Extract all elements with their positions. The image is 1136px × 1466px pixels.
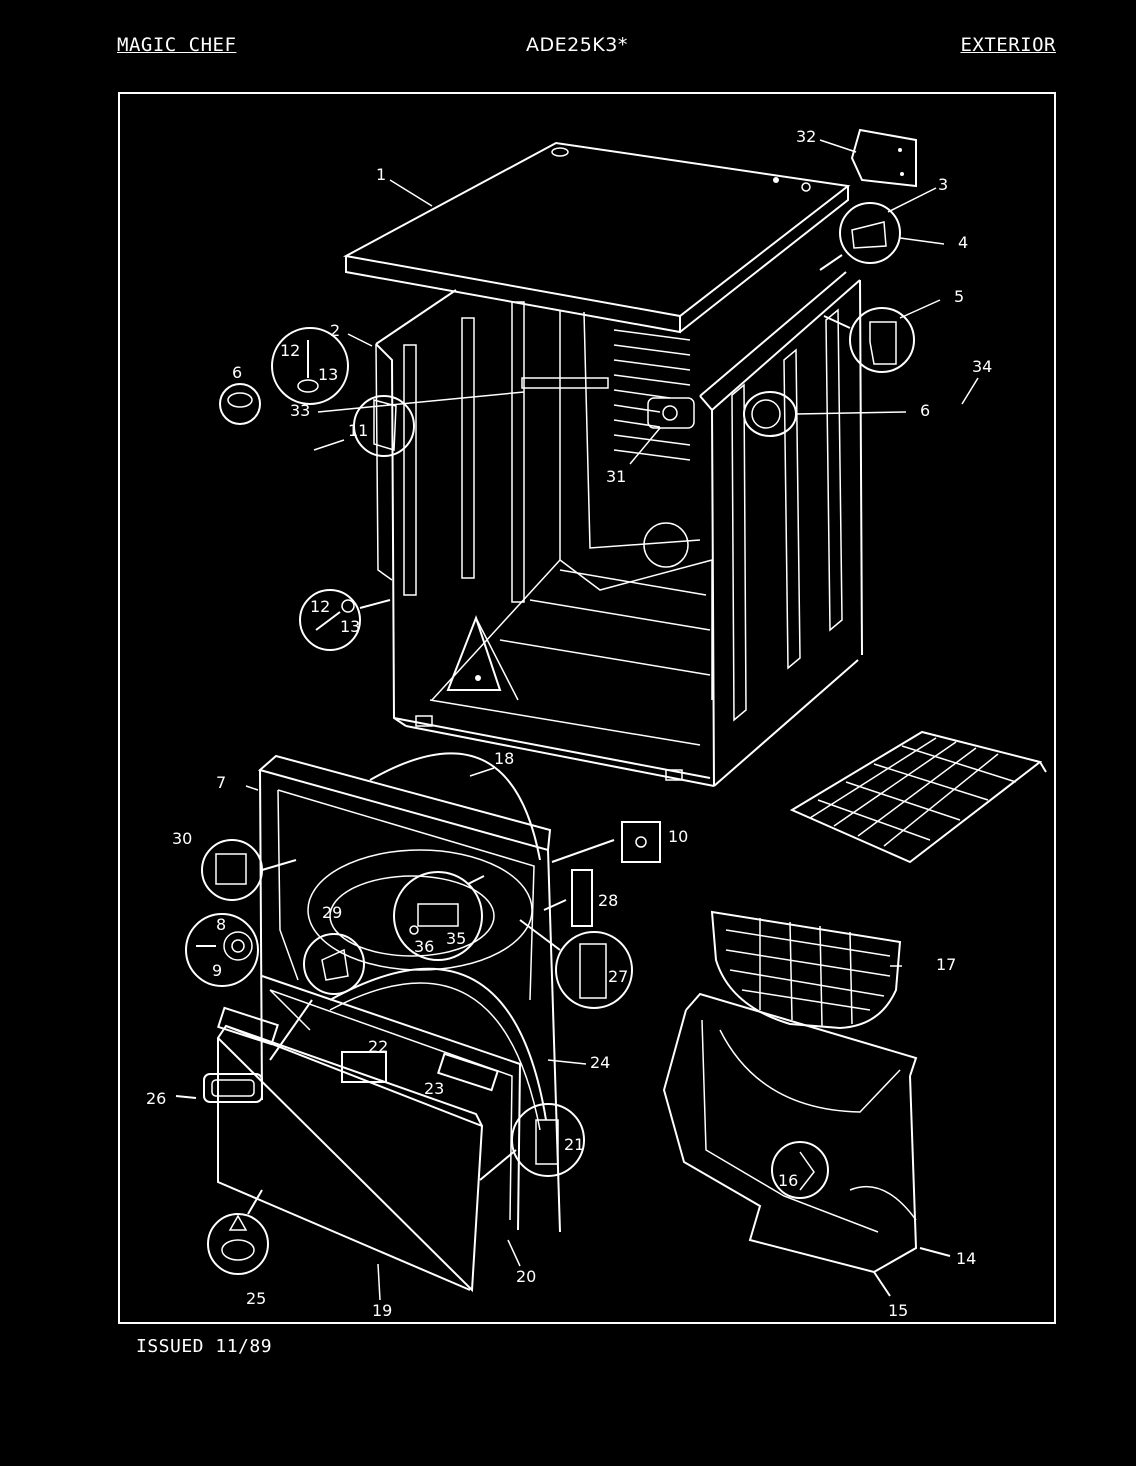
section-title: EXTERIOR bbox=[960, 34, 1056, 56]
callout-30: 30 bbox=[172, 829, 192, 848]
callout-13: 13 bbox=[340, 617, 360, 636]
model-number: ADE25K3* bbox=[526, 34, 628, 56]
callout-26: 26 bbox=[146, 1089, 166, 1108]
strike-28 bbox=[543, 869, 593, 927]
callout-1: 1 bbox=[376, 165, 386, 184]
callout-8: 8 bbox=[216, 915, 226, 934]
diagram-frame bbox=[118, 92, 1056, 1324]
callout-3: 3 bbox=[938, 175, 948, 194]
callout-6-left: 6 bbox=[232, 363, 242, 382]
hinge-callout-11 bbox=[353, 395, 415, 457]
callout-6: 6 bbox=[920, 401, 930, 420]
foot-callout-25 bbox=[207, 1189, 269, 1275]
callout-35: 35 bbox=[446, 929, 466, 948]
toe-panel-duct bbox=[662, 992, 951, 1297]
cabinet-top-panel bbox=[343, 141, 851, 334]
callout-15: 15 bbox=[888, 1301, 908, 1320]
callout-33: 33 bbox=[290, 401, 310, 420]
callout-23: 23 bbox=[424, 1079, 444, 1098]
front-panel bbox=[257, 752, 561, 1233]
callout-9: 9 bbox=[212, 961, 222, 980]
hinge-callout-27 bbox=[519, 919, 633, 1009]
callout-22: 22 bbox=[368, 1037, 388, 1056]
callout-12-left: 12 bbox=[280, 341, 300, 360]
callout-5: 5 bbox=[954, 287, 964, 306]
callout-24: 24 bbox=[590, 1053, 610, 1072]
switch-callout-35-36 bbox=[393, 871, 485, 961]
lint-filter bbox=[710, 910, 902, 1030]
callout-14: 14 bbox=[956, 1249, 976, 1268]
drying-rack bbox=[789, 730, 1047, 864]
door-assembly bbox=[175, 975, 522, 1293]
switch-callout-30 bbox=[201, 839, 297, 901]
callout-12: 12 bbox=[310, 597, 330, 616]
screw-callout-12-13-left bbox=[271, 327, 349, 405]
bracket-callout-5 bbox=[823, 307, 915, 373]
callout-29: 29 bbox=[322, 903, 342, 922]
callout-10: 10 bbox=[668, 827, 688, 846]
bracket-10 bbox=[551, 821, 661, 863]
hinge-callout-21 bbox=[479, 1103, 585, 1181]
drum-roller-6 bbox=[743, 391, 797, 437]
brand-name: MAGIC CHEF bbox=[117, 34, 237, 56]
roller-6-left bbox=[219, 383, 261, 425]
callout-18: 18 bbox=[494, 749, 514, 768]
screw-callout-12-13 bbox=[299, 589, 391, 651]
callout-20: 20 bbox=[516, 1267, 536, 1286]
callout-31: 31 bbox=[606, 467, 626, 486]
knob-callout-8-9 bbox=[185, 913, 259, 987]
leader-lines bbox=[245, 139, 979, 1301]
callout-13-left: 13 bbox=[318, 365, 338, 384]
callout-11: 11 bbox=[348, 421, 368, 440]
callout-27: 27 bbox=[608, 967, 628, 986]
cabinet-body bbox=[375, 271, 863, 787]
callout-4: 4 bbox=[958, 233, 968, 252]
callout-25: 25 bbox=[246, 1289, 266, 1308]
callout-21: 21 bbox=[564, 1135, 584, 1154]
callout-labels: 1 2 3 4 5 6 33 31 32 12 13 6 12 13 7 11 … bbox=[146, 127, 992, 1320]
issued-date: ISSUED 11/89 bbox=[136, 1336, 273, 1357]
callout-28: 28 bbox=[598, 891, 618, 910]
rear-bracket-32 bbox=[850, 128, 917, 188]
callout-16: 16 bbox=[778, 1171, 798, 1190]
clip-callout-3-4 bbox=[819, 202, 901, 271]
callout-32: 32 bbox=[796, 127, 816, 146]
callout-34: 34 bbox=[972, 357, 992, 376]
callout-7: 7 bbox=[216, 773, 226, 792]
catch-callout-29 bbox=[303, 933, 365, 995]
callout-36: 36 bbox=[414, 937, 434, 956]
callout-17: 17 bbox=[936, 955, 956, 974]
callout-19: 19 bbox=[372, 1301, 392, 1320]
callout-2: 2 bbox=[330, 321, 340, 340]
